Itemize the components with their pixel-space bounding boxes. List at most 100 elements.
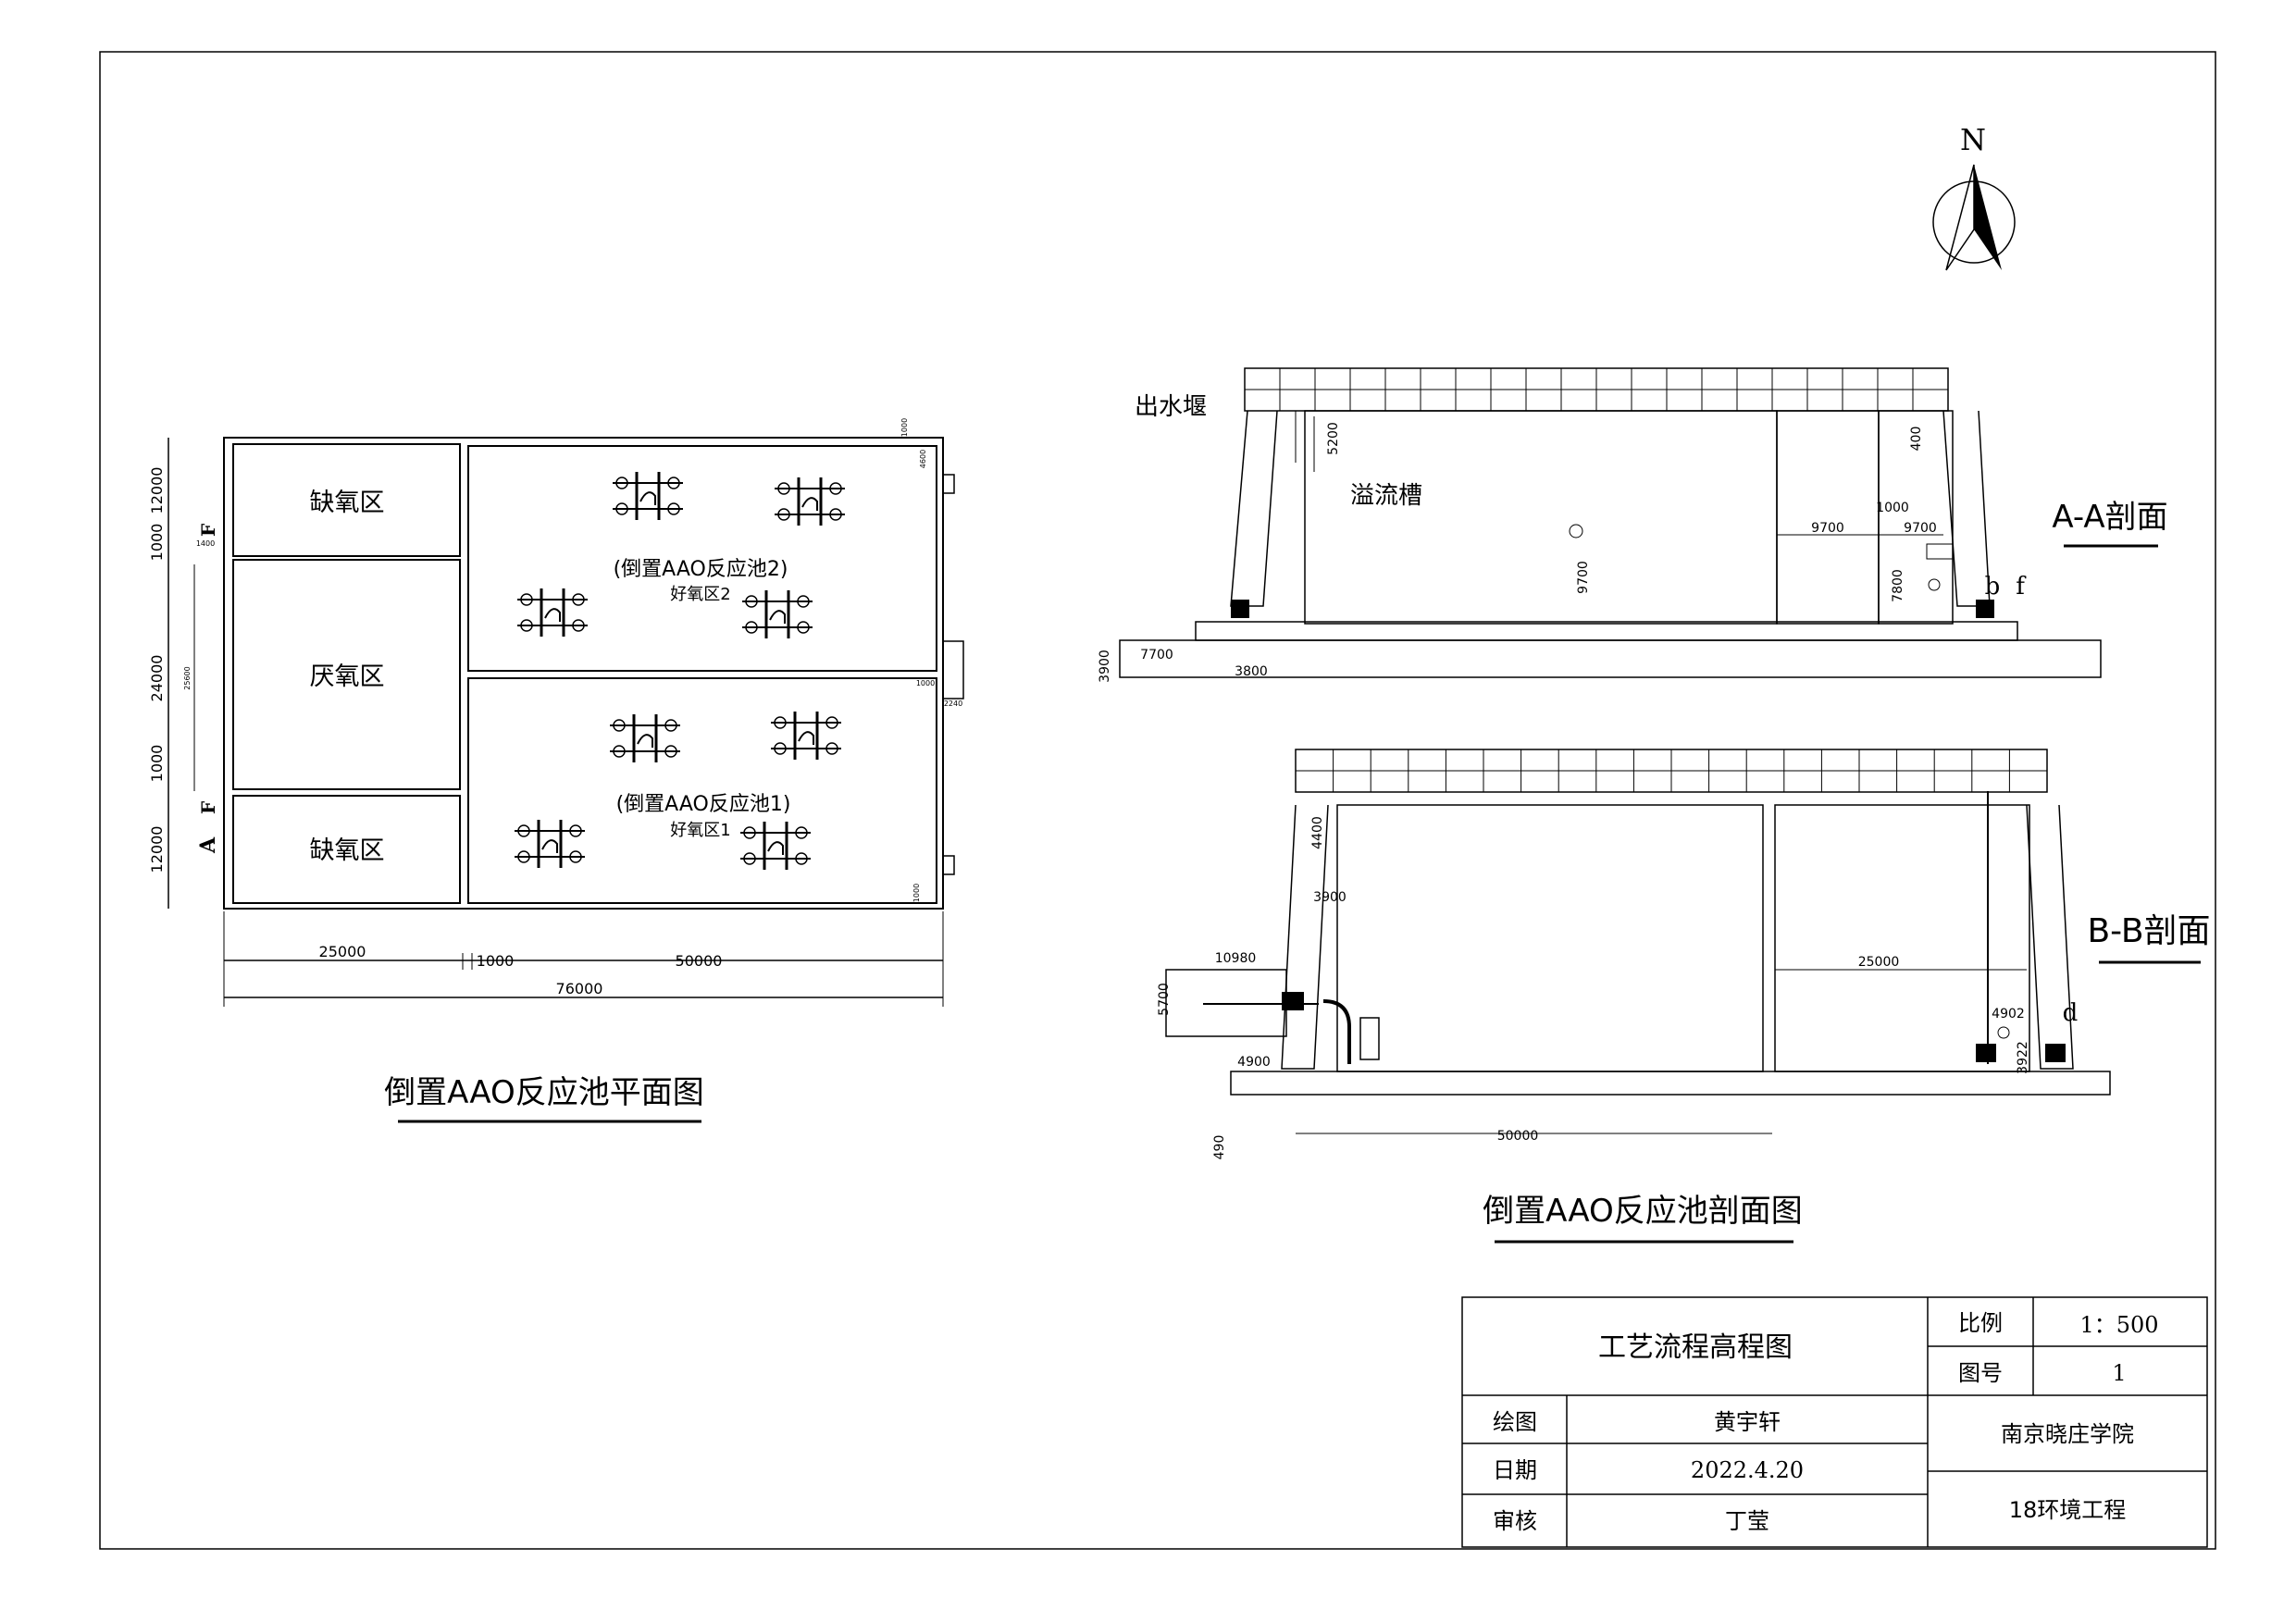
aa-dim-3800: 3800 [1235, 664, 1268, 679]
label-anaerobic: 厌氧区 [310, 662, 385, 691]
aa-right-wall [1942, 410, 1991, 607]
aa-section-label: A-A剖面 [2052, 499, 2167, 536]
bb-railing-posts [1296, 749, 2047, 792]
tb-date-value: 2022.4.20 [1691, 1457, 1804, 1483]
section-mark-a: A [196, 836, 220, 854]
dim-h-gap1: 1000 [148, 524, 166, 562]
tb-school: 南京晓庄学院 [2001, 1421, 2134, 1447]
dim-w-gap: 1000 [477, 952, 515, 970]
tb-scale-label: 比例 [1958, 1310, 2003, 1336]
tb-drawn-label: 绘图 [1493, 1409, 1537, 1435]
title-block: 工艺流程高程图 比例 1：500 图号 1 绘图 黄宇轩 日期 2022.4.2… [1461, 1296, 2208, 1548]
plan-view: 缺氧区 厌氧区 缺氧区 (倒置AAO反应池2) 好氧区2 (倒置AAO反应池1)… [148, 418, 964, 1123]
bb-pump-icon [1976, 1044, 1996, 1062]
aa-dim-9700a: 9700 [1811, 521, 1844, 536]
bb-dim-4902: 4902 [1992, 1007, 2025, 1021]
north-label: N [1960, 122, 1986, 157]
aa-pump-icon [1231, 600, 1249, 618]
section-title: 倒置AAO反应池剖面图 [1483, 1193, 1803, 1230]
bb-tank-main [1336, 804, 1764, 1072]
bb-dim-5700: 5700 [1157, 983, 1172, 1016]
compass-needle [1974, 165, 2002, 270]
section-bb: 4400 3900 10980 5700 4900 490 50000 2500… [1157, 749, 2211, 1244]
section-aa: 出水堰 溢流槽 5200 9700 9700 9700 1000 400 780… [1098, 367, 2168, 683]
dim-h-top: 12000 [148, 467, 166, 514]
label-tank2-name: (倒置AAO反应池2) [614, 558, 788, 581]
bb-dim-4900: 4900 [1237, 1055, 1271, 1070]
anoxic-top-tank [232, 443, 461, 557]
label-anoxic-top: 缺氧区 [310, 489, 385, 517]
anaerobic-tank [232, 559, 461, 790]
aerator-icon [738, 820, 813, 872]
dim-small: 4600 [919, 450, 927, 468]
aa-foundation [1119, 639, 2102, 678]
aa-railing-posts [1245, 368, 1948, 411]
bb-pump-icon [2045, 1044, 2066, 1062]
bb-tank-right [1774, 804, 2030, 1072]
aa-tank-mid [1776, 410, 1880, 625]
bb-pump-icon [1282, 992, 1304, 1010]
connector-box [942, 640, 964, 700]
bb-elbow-pipe [1322, 999, 1351, 1064]
bb-dim-10980: 10980 [1215, 951, 1257, 966]
dim-small: 1000 [916, 679, 935, 687]
aerator-icon [740, 588, 814, 640]
aerobic-tank-2 [467, 445, 937, 672]
level-marker-icon [1928, 578, 1941, 591]
label-tank1-zone: 好氧区1 [670, 821, 730, 840]
label-anoxic-bottom: 缺氧区 [310, 836, 385, 865]
section-mark-f-top: F [197, 524, 219, 537]
dim-w-anoxic: 25000 [319, 943, 366, 960]
bb-dim-3922: 3922 [2016, 1041, 2030, 1074]
aa-pump-icon [1976, 600, 1994, 618]
tb-date-label: 日期 [1493, 1457, 1537, 1483]
aerator-icon [773, 476, 847, 527]
tb-scale-value: 1：500 [2079, 1312, 2158, 1338]
dim-w-aerobic: 50000 [676, 952, 723, 970]
submersible-pump-icon [1359, 1017, 1380, 1060]
bb-dim-50000: 50000 [1497, 1129, 1539, 1144]
label-tank2-zone: 好氧区2 [670, 585, 730, 604]
tb-review-value: 丁莹 [1725, 1508, 1769, 1534]
aa-dim-7800: 7800 [1891, 569, 1905, 602]
bb-dim-4400: 4400 [1310, 816, 1325, 849]
aerator-icon [608, 712, 682, 764]
bb-dim-3900: 3900 [1313, 890, 1347, 905]
bb-mark-d: d [2063, 999, 2079, 1027]
aa-pump-icon [1926, 543, 1954, 560]
section-mark-f-bottom: F [197, 801, 219, 814]
aa-dim-400: 400 [1909, 427, 1924, 452]
aa-dim-7700: 7700 [1140, 648, 1173, 662]
bb-right-wall [2026, 804, 2074, 1070]
aa-tank-right [1878, 410, 1954, 625]
dim-small: 1400 [196, 539, 215, 548]
dim-h-gap2: 1000 [148, 745, 166, 783]
label-tank1-name: (倒置AAO反应池1) [616, 793, 791, 816]
aa-slab [1195, 621, 2018, 641]
bb-dim-25000: 25000 [1858, 955, 1900, 970]
dim-h-bottom: 12000 [148, 826, 166, 873]
dim-h-mid: 24000 [148, 655, 166, 702]
north-compass: N [1932, 122, 2016, 271]
aa-mark-f: f [2016, 573, 2027, 601]
compass-needle-outline [1945, 164, 1975, 271]
dim-w-total: 76000 [556, 980, 603, 997]
aa-mark-b: b [1985, 573, 2001, 601]
aerator-icon [611, 470, 685, 522]
aerator-icon [513, 818, 587, 870]
bb-left-wall [1281, 804, 1329, 1070]
anoxic-bottom-tank [232, 795, 461, 904]
aa-weir-label: 出水堰 [1135, 393, 1207, 421]
aa-dim-9700v: 9700 [1576, 561, 1591, 594]
aerobic-tank-1 [467, 677, 937, 904]
dim-small: 2240 [944, 700, 962, 708]
level-marker-icon [1569, 524, 1583, 539]
aa-dim-9700b: 9700 [1904, 521, 1937, 536]
tb-drawing-title: 工艺流程高程图 [1598, 1331, 1793, 1364]
level-marker-icon [1997, 1026, 2010, 1039]
aa-overflow-label: 溢流槽 [1350, 482, 1422, 510]
tb-major: 18环境工程 [2009, 1497, 2127, 1523]
aa-dim-5200: 5200 [1326, 422, 1341, 455]
dim-small: 25600 [183, 666, 192, 689]
